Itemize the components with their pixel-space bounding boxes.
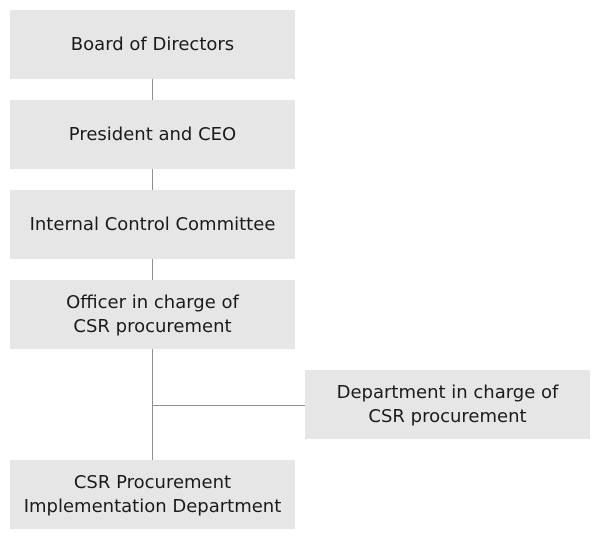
officer-csr-procurement-box: Officer in charge of CSR procurement (10, 280, 295, 349)
internal-control-committee-box: Internal Control Committee (10, 190, 295, 259)
department-csr-procurement-box: Department in charge of CSR procurement (305, 370, 590, 439)
internal-control-committee-label: Internal Control Committee (29, 213, 276, 235)
president-ceo-box: President and CEO (10, 100, 295, 169)
connector-committee-officer (152, 259, 153, 280)
connector-board-president (152, 79, 153, 100)
connector-officer-implementation (152, 349, 153, 460)
board-of-directors-box: Board of Directors (10, 10, 295, 79)
department-csr-procurement-label: Department in charge of CSR procurement (336, 381, 559, 427)
connector-president-committee (152, 169, 153, 190)
officer-csr-procurement-label: Officer in charge of CSR procurement (66, 291, 239, 337)
csr-procurement-implementation-label: CSR Procurement Implementation Departmen… (23, 471, 282, 517)
csr-procurement-implementation-box: CSR Procurement Implementation Departmen… (10, 460, 295, 529)
board-of-directors-label: Board of Directors (70, 33, 235, 55)
president-ceo-label: President and CEO (68, 123, 237, 145)
connector-branch-department (152, 405, 305, 406)
